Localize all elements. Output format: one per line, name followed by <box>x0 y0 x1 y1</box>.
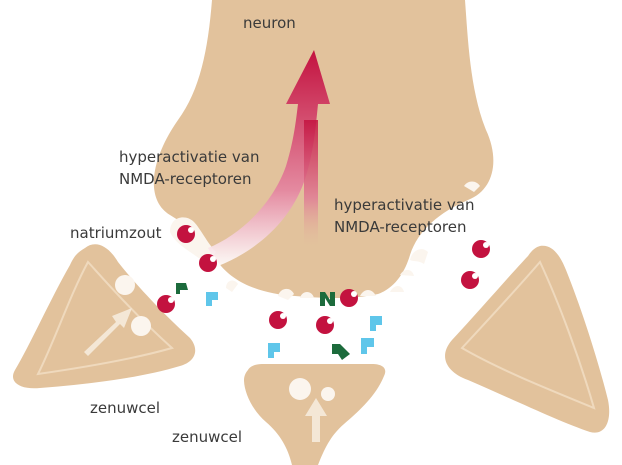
hyperactivation-label-left-line1: hyperactivatie van <box>119 146 259 168</box>
sodium-particle <box>199 254 217 272</box>
green-molecule <box>176 283 188 294</box>
blue-molecule <box>206 292 218 306</box>
sodium-particle <box>157 295 175 313</box>
sodium-particle <box>461 271 479 289</box>
vesicle <box>131 316 151 336</box>
sodium-particle <box>269 311 287 329</box>
nerve-cell-left-label: zenuwcel <box>90 397 160 419</box>
blue-molecule <box>361 338 374 354</box>
nerve-cell-bottom-label: zenuwcel <box>172 426 242 448</box>
blue-molecule <box>370 316 382 331</box>
sodium-salt-label: natriumzout <box>70 222 161 244</box>
hyperactivation-label-right-line2: NMDA-receptoren <box>334 216 474 238</box>
sodium-particle <box>340 289 358 307</box>
sodium-particle <box>177 225 195 243</box>
hyperactivation-label-right-line1: hyperactivatie van <box>334 194 474 216</box>
hyperactivation-arrow-straight <box>304 120 318 250</box>
sodium-particle <box>316 316 334 334</box>
nerve-cell-left <box>13 244 195 388</box>
green-molecule <box>332 344 350 360</box>
vesicle <box>289 378 311 400</box>
hyperactivation-label-left: hyperactivatie van NMDA-receptoren <box>119 146 259 190</box>
neuron-label: neuron <box>243 12 296 34</box>
vesicle <box>115 275 135 295</box>
hyperactivation-label-left-line2: NMDA-receptoren <box>119 168 259 190</box>
blue-molecule <box>268 343 280 358</box>
hyperactivation-label-right: hyperactivatie van NMDA-receptoren <box>334 194 474 238</box>
sodium-particle <box>472 240 490 258</box>
vesicle <box>321 387 335 401</box>
